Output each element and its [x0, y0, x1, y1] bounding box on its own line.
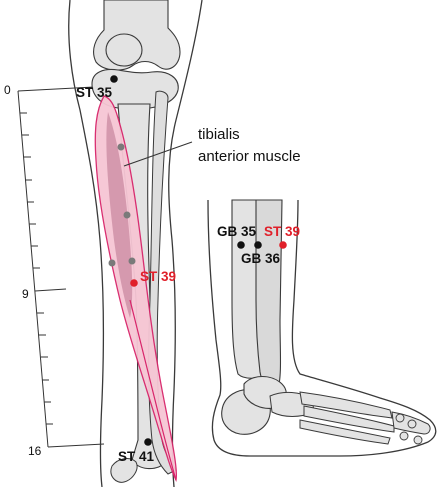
metatarsal-2	[303, 405, 395, 433]
muscle-label-line1: tibialis	[198, 126, 240, 143]
scale-label-9: 9	[22, 287, 29, 301]
metatarsal-3	[299, 419, 391, 445]
lateral-lower-leg-and-foot	[207, 199, 437, 457]
toe-joint-1	[395, 413, 405, 423]
guide-point-1	[117, 143, 125, 151]
tendon	[129, 299, 177, 481]
scale-label-16: 16	[28, 444, 42, 458]
toe-joint-4	[413, 435, 423, 445]
cun-scale	[17, 86, 105, 448]
label-gb36: GB 36	[241, 251, 281, 266]
point-st39-foot	[279, 241, 287, 249]
point-gb35	[237, 241, 245, 249]
point-st35	[110, 75, 118, 83]
guide-point-3	[108, 259, 116, 267]
scale-ticks	[20, 112, 67, 425]
toe-joint-3	[399, 431, 409, 441]
muscle-leader-line	[123, 141, 193, 167]
front-leg	[68, 0, 203, 487]
metatarsal-1	[299, 391, 393, 419]
label-st35: ST 35	[76, 85, 113, 100]
leg-outline	[68, 0, 203, 487]
talus	[110, 458, 138, 483]
patella	[105, 33, 143, 67]
point-st41	[144, 438, 152, 446]
scale-label-0: 0	[4, 83, 11, 97]
point-st39-leg	[130, 279, 138, 287]
label-gb35: GB 35	[217, 224, 257, 239]
point-gb36	[254, 241, 262, 249]
label-st39-leg: ST 39	[140, 269, 176, 284]
lateral-leg-outline	[207, 199, 437, 457]
guide-point-2	[123, 211, 131, 219]
muscle-belly	[106, 112, 133, 318]
label-st41: ST 41	[118, 449, 155, 464]
guide-point-4	[128, 257, 136, 265]
toe-joint-2	[407, 419, 417, 429]
label-st39-foot: ST 39	[264, 224, 300, 239]
muscle-label-line2: anterior muscle	[198, 148, 301, 165]
